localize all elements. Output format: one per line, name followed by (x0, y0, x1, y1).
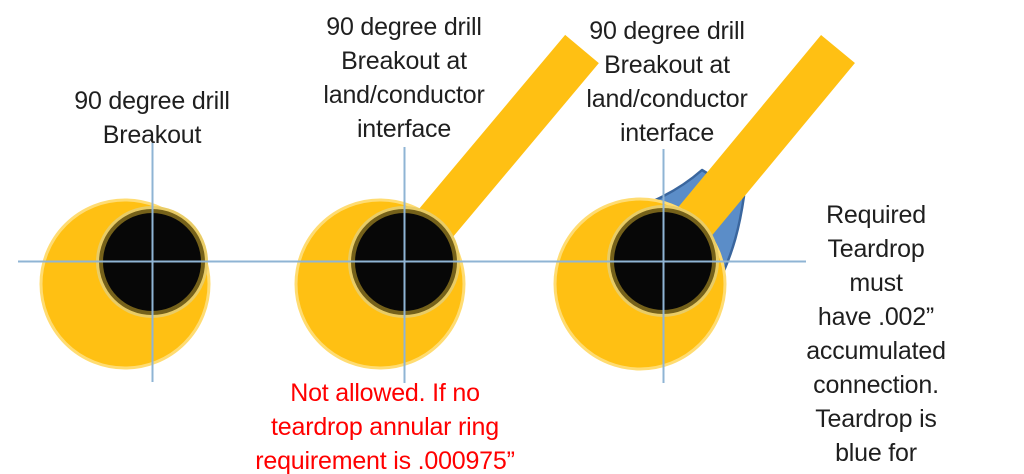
crosshair-lines (18, 143, 806, 383)
not-allowed-warning-text: Not allowed. If no teardrop annular ring… (255, 379, 515, 474)
middle-pad-label: 90 degree drill Breakout at land/conduct… (323, 13, 485, 143)
teardrop-requirement-text: Required Teardrop must have .002” accumu… (806, 201, 947, 474)
right-pad-label: 90 degree drill Breakout at land/conduct… (586, 17, 748, 147)
left-pad-label: 90 degree drill Breakout (74, 87, 230, 149)
